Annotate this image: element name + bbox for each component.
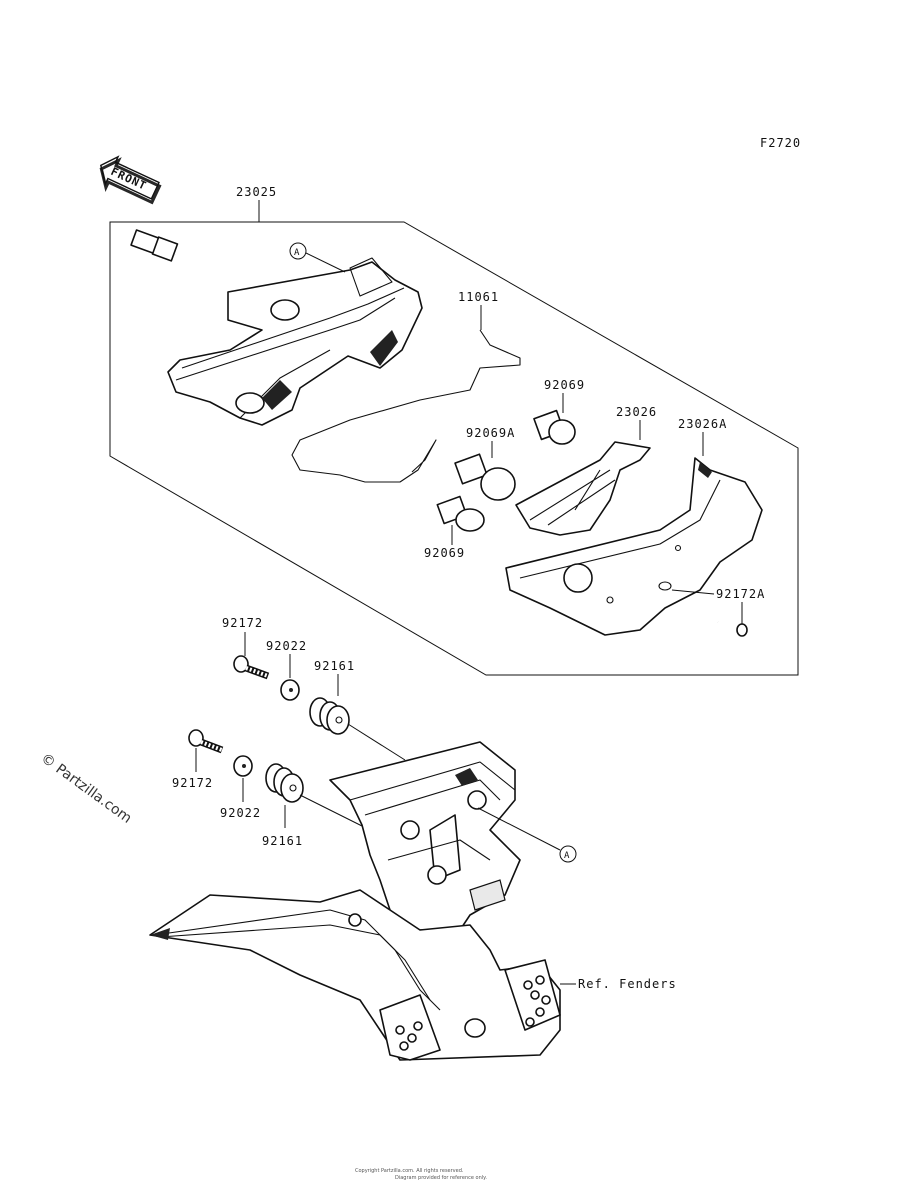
ref-a-top-marker: A [289, 242, 346, 273]
callout-11061: 11061 [458, 290, 499, 304]
callout-23026: 23026 [616, 405, 657, 419]
watermark: © Partzilla.com [38, 750, 135, 826]
callout-92069-lower: 92069 [424, 546, 465, 560]
bulb-middle [454, 453, 516, 501]
callout-23026a: 23026A [678, 417, 727, 431]
ref-a-bottom-marker: A [477, 807, 577, 863]
bolt-upper [233, 655, 270, 680]
bulb-upper [533, 409, 576, 445]
damper-lower [265, 763, 304, 803]
screw-right [717, 620, 748, 637]
callout-92069-upper: 92069 [544, 378, 585, 392]
svg-text:A: A [564, 851, 570, 861]
callout-ref-fenders: Ref. Fenders [578, 977, 677, 991]
callout-92161-upper: 92161 [314, 659, 355, 673]
washer-upper [280, 679, 300, 701]
diagram-code: F2720 [760, 136, 801, 150]
tail-light-unit [130, 229, 423, 426]
housing [505, 457, 763, 636]
callout-92172-upper: 92172 [222, 616, 263, 630]
footer-line-2: Diagram provided for reference only. [395, 1175, 487, 1181]
bolt-lower [188, 729, 224, 754]
wire-harness [291, 329, 521, 483]
washer-lower [233, 755, 253, 777]
mounting-bracket [329, 741, 521, 931]
callout-92022-upper: 92022 [266, 639, 307, 653]
damper-upper [309, 697, 350, 735]
callout-23025: 23025 [236, 185, 277, 199]
callout-92022-lower: 92022 [220, 806, 261, 820]
callout-92069a: 92069A [466, 426, 515, 440]
lens-cover [515, 441, 651, 536]
footer-line-1: Copyright Partzilla.com. All rights rese… [355, 1168, 464, 1174]
assembly-outline [109, 221, 799, 676]
front-arrow-icon: FRONT [99, 155, 162, 205]
bulb-lower [436, 495, 485, 532]
callout-92172-lower: 92172 [172, 776, 213, 790]
callout-92172a: 92172A [716, 587, 765, 601]
callout-92161-lower: 92161 [262, 834, 303, 848]
fender-frame [149, 889, 561, 1061]
svg-text:A: A [294, 248, 300, 258]
